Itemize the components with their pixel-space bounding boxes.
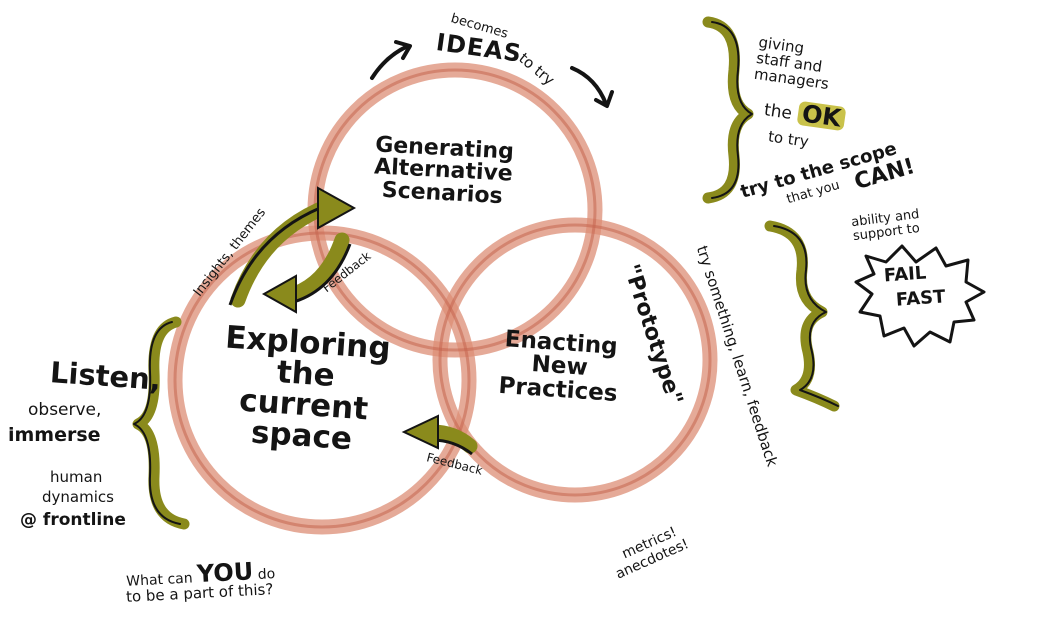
label-human: human: [50, 470, 102, 485]
label-listen: Listen,: [49, 358, 162, 395]
label-giving-staff: giving staff and managers: [753, 35, 834, 92]
title-enacting: Enacting New Practices: [498, 328, 622, 406]
label-ok: OK: [797, 101, 847, 131]
label-dynamics: dynamics: [42, 490, 114, 505]
top-right-brace-icon: [708, 22, 748, 198]
label-observe: observe,: [28, 402, 101, 419]
label-frontline: @ frontline: [20, 512, 126, 529]
arrow-top-right-icon: [572, 68, 612, 106]
label-fast: FAST: [895, 288, 946, 309]
label-the: the: [763, 102, 793, 123]
title-exploring: Exploring the current space: [218, 322, 392, 457]
title-generating: Generating Alternative Scenarios: [372, 134, 514, 208]
middle-right-brace-icon: [770, 226, 834, 406]
label-fail: FAIL: [883, 265, 926, 286]
label-immerse: immerse: [8, 426, 101, 445]
